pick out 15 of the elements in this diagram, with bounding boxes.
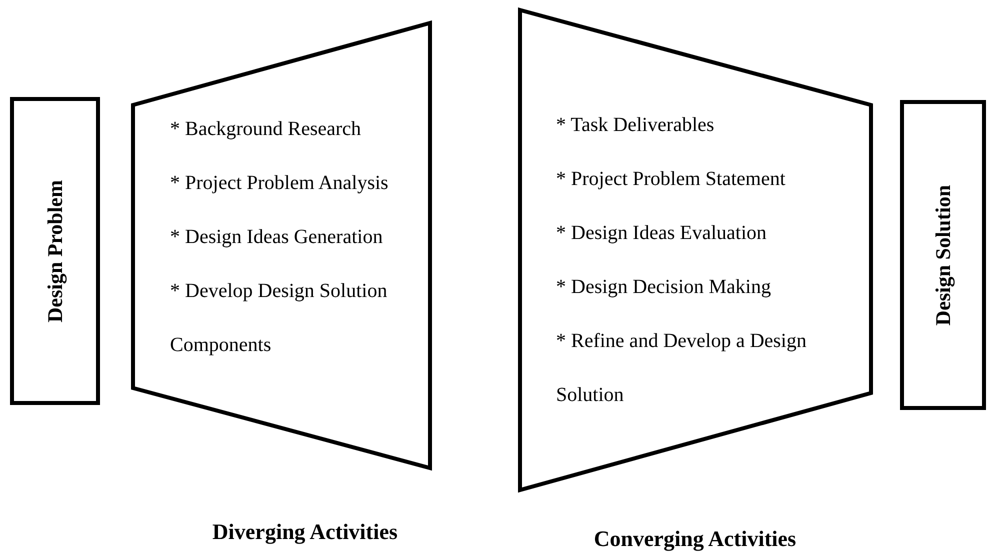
title-bar	[10, 97, 100, 405]
stage-caption: Diverging Activities	[211, 519, 399, 545]
activity-item: * Project Problem Statement	[556, 167, 786, 192]
activity-item: * Project Problem Analysis	[170, 171, 390, 196]
activity-item: * Design Ideas Evaluation	[556, 221, 768, 246]
bar-title: Design Problem	[42, 180, 68, 322]
activity-item: * Design Ideas Generation	[170, 225, 384, 250]
activity-item: * Refine and Develop a Design Solution	[556, 329, 808, 408]
stage-caption: Converging Activities	[592, 526, 798, 552]
title-bar	[900, 100, 986, 410]
activity-item: * Design Decision Making	[556, 275, 772, 300]
activity-item: * Task Deliverables	[556, 113, 716, 138]
bar-title: Design Solution	[930, 184, 956, 326]
activity-item: * Background Research	[170, 117, 362, 142]
activity-item: * Develop Design Solution Components	[170, 279, 388, 358]
